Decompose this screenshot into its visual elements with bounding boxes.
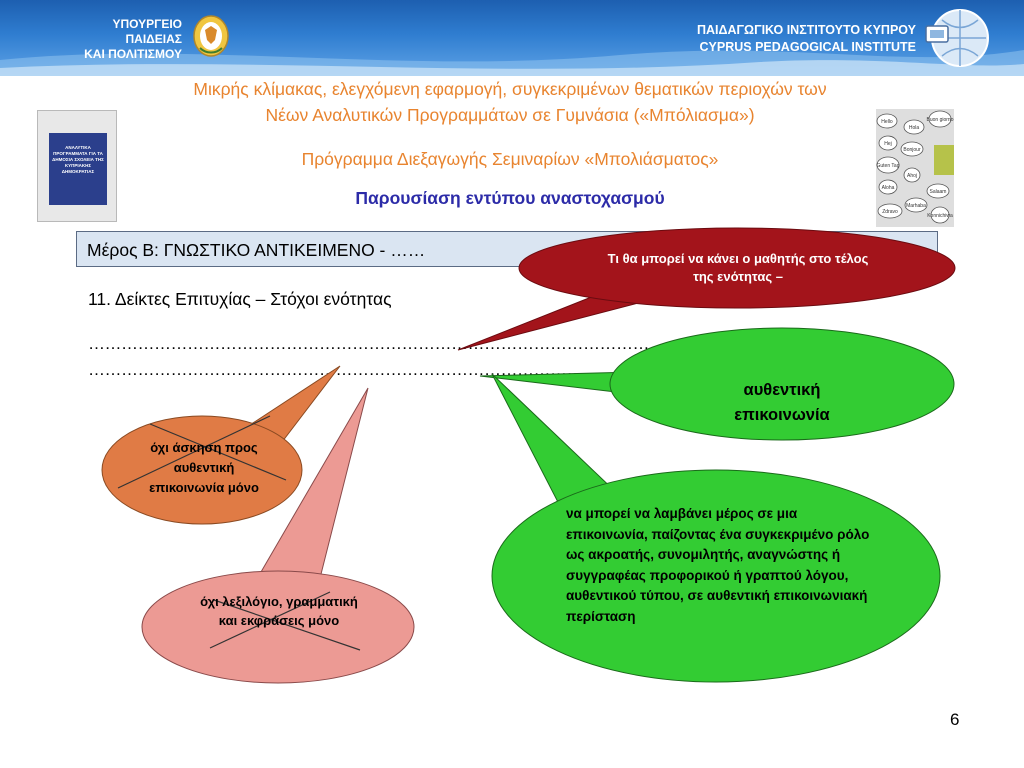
page-number: 6 (950, 710, 960, 729)
orange-strike-line (149, 423, 287, 481)
pink-callout-bubble (141, 570, 415, 684)
header-banner: ΥΠΟΥΡΓΕΙΟ ΠΑΙΔΕΙΑΣ ΚΑΙ ΠΟΛΙΤΙΣΜΟΥ ΠΑΙΔΑΓ… (0, 0, 1024, 76)
greeting-word: Guten Tag (877, 163, 900, 169)
pink-strike-line (213, 599, 361, 651)
red-callout-text: Τι θα μπορεί να κάνει ο μαθητής στο τέλο… (607, 251, 869, 284)
ministry-name: ΥΠΟΥΡΓΕΙΟ ΠΑΙΔΕΙΑΣ ΚΑΙ ΠΟΛΙΤΙΣΜΟΥ (62, 17, 182, 62)
greeting-word: Ahoj (907, 173, 917, 179)
institute-line-1: ΠΑΙΔΑΓΩΓΙΚΟ ΙΝΣΤΙΤΟΥΤΟ ΚΥΠΡΟΥ (697, 23, 916, 37)
page-subtitle: Παρουσίαση εντύπου αναστοχασμού (355, 188, 665, 208)
greeting-words-image: Hello Hola Buon giorno Hej Bonjour Guten… (876, 109, 954, 227)
greeting-word: Hello (881, 119, 893, 125)
page-title-line-2: Νέων Αναλυτικών Προγραμμάτων σε Γυμνάσια… (265, 105, 755, 125)
page-title-line-1: Μικρής κλίμακας, ελεγχόμενη εφαρμογή, συ… (193, 79, 827, 99)
page-title: Μικρής κλίμακας, ελεγχόμενη εφαρμογή, συ… (60, 76, 960, 128)
institute-line-2: CYPRUS PEDAGOGICAL INSTITUTE (699, 40, 916, 54)
booklet-cover (49, 133, 107, 205)
green-large-callout-bubble (491, 469, 941, 683)
ministry-line-1: ΥΠΟΥΡΓΕΙΟ ΠΑΙΔΕΙΑΣ (112, 17, 182, 46)
cyprus-crest-icon (193, 15, 229, 57)
booklet-title: ΑΝΑΛΥΤΙΚΑ ΠΡΟΓΡΑΜΜΑΤΑ ΓΙΑ ΤΑ ΔΗΜΟΣΙΑ ΣΧΟ… (52, 145, 104, 174)
red-callout-pointer (457, 295, 651, 351)
greeting-word: Zdravo (882, 209, 898, 215)
institute-name: ΠΑΙΔΑΓΩΓΙΚΟ ΙΝΣΤΙΤΟΥΤΟ ΚΥΠΡΟΥ CYPRUS PED… (676, 22, 916, 56)
greeting-word: Aloha (882, 185, 895, 191)
curriculum-booklet-image: ΑΝΑΛΥΤΙΚΑ ΠΡΟΓΡΑΜΜΑΤΑ ΓΙΑ ΤΑ ΔΗΜΟΣΙΑ ΣΧΟ… (37, 110, 117, 222)
orange-callout-text: όχι άσκηση προς αυθεντική επικοινωνία μό… (149, 440, 259, 495)
red-callout-bubble (518, 227, 956, 309)
pink-strike-line (209, 591, 331, 649)
greeting-word: Buon giorno (927, 117, 954, 123)
greeting-word: Konnichiwa (927, 213, 953, 219)
green-small-callout-bubble (609, 327, 955, 441)
indicators-heading: 11. Δείκτες Επιτυχίας – Στόχοι ενότητας (88, 289, 392, 309)
section-label: Μέρος Β: ΓΝΩΣΤΙΚΟ ΑΝΤΙΚΕΙΜΕΝΟ - …… (87, 240, 426, 260)
green-large-callout-text: να μπορεί να λαμβάνει μέρος σε μια επικο… (566, 506, 870, 624)
greeting-word: Hola (909, 125, 920, 131)
greeting-word: Hej (884, 141, 892, 147)
greeting-word: Marhaba (906, 203, 926, 209)
greeting-word: Salaam (930, 189, 947, 195)
dotted-line-2: …………………………………………………………………………………… (88, 360, 617, 379)
banner-wave-decoration (0, 50, 1024, 76)
orange-callout-bubble (101, 415, 303, 525)
orange-strike-line (117, 415, 271, 489)
greeting-word: Bonjour (903, 147, 921, 153)
green-small-callout-text: αυθεντική επικοινωνία (734, 381, 830, 424)
program-title: Πρόγραμμα Διεξαγωγής Σεμιναρίων «Μπολιάσ… (301, 149, 719, 169)
pink-callout-text: όχι λεξιλόγιο, γραμματική και εκφράσεις … (200, 594, 358, 628)
institute-globe-logo-icon (925, 9, 989, 67)
ministry-line-2: ΚΑΙ ΠΟΛΙΤΙΣΜΟΥ (84, 47, 182, 61)
